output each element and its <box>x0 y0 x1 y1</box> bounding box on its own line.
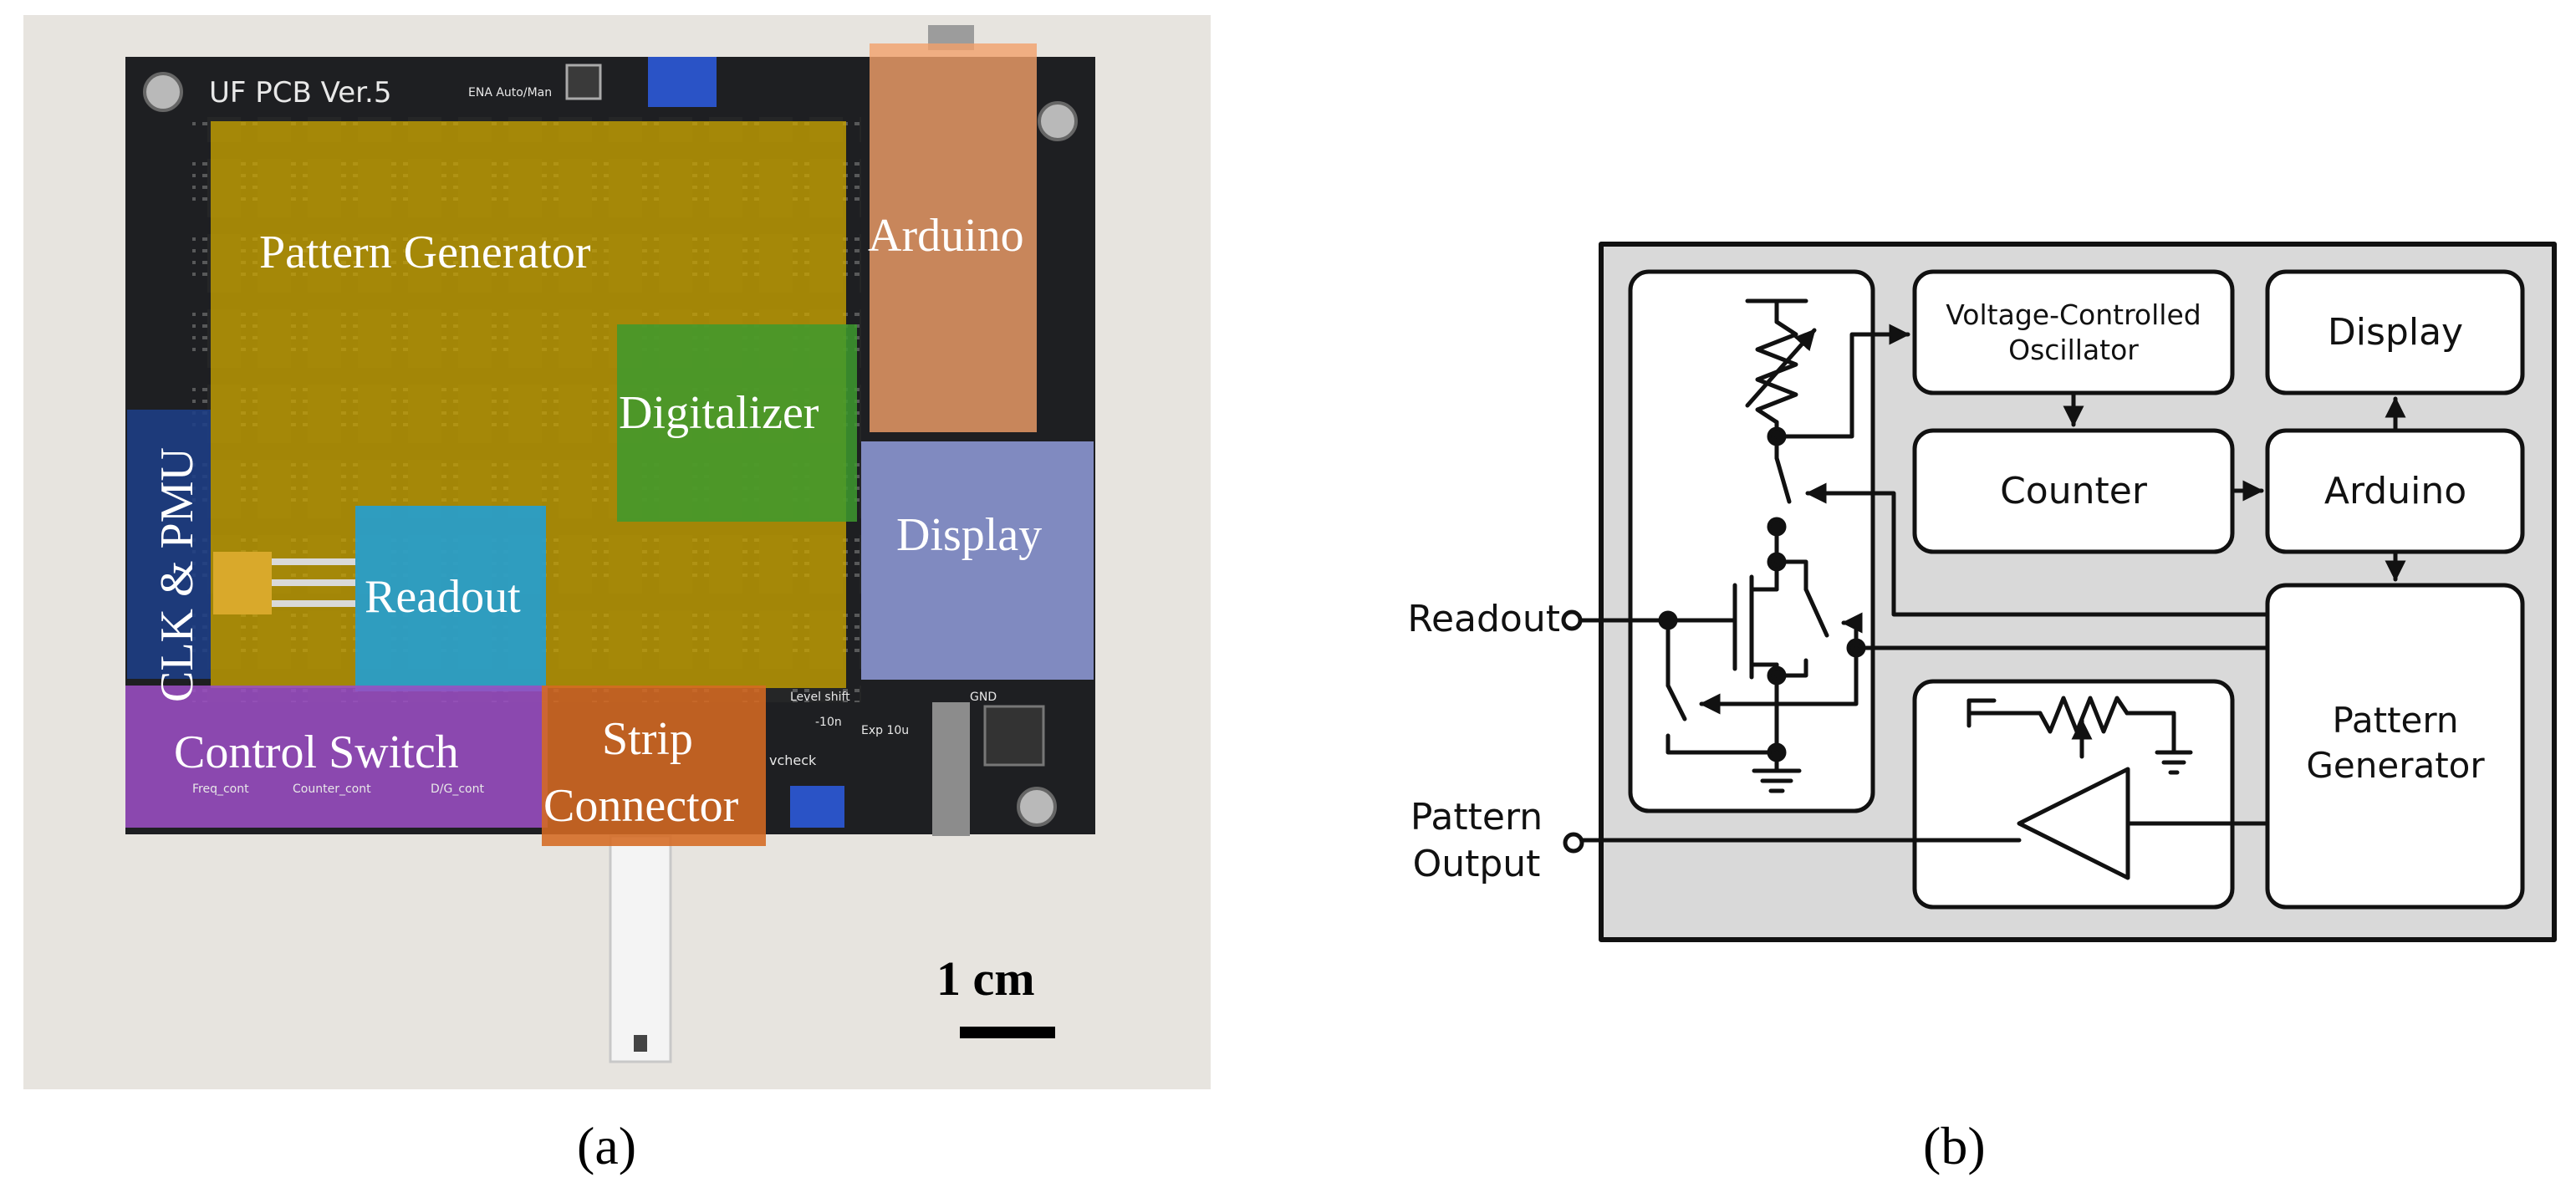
arduino-label: Arduino <box>2324 470 2466 512</box>
pattern-output-label-line2: Output <box>1413 843 1541 885</box>
sensor-circuit <box>1576 298 2270 793</box>
pattern-generator-label-line2: Generator <box>2306 745 2485 786</box>
region-control-switch <box>125 686 548 828</box>
label-arduino: Arduino <box>868 210 1024 262</box>
vco-label-line2: Oscillator <box>2008 334 2139 366</box>
region-strip-connector <box>542 686 766 846</box>
board-dg: D/G_cont <box>431 783 484 796</box>
pattern-output-label-line1: Pattern <box>1410 796 1543 839</box>
pattern-output-port-icon <box>1563 832 1584 854</box>
board-freq: Freq_cont <box>192 783 249 796</box>
vcheck-pot <box>790 786 844 828</box>
reed-contact <box>932 702 970 836</box>
readout-port-label: Readout <box>1407 598 1560 640</box>
label-pattern-generator: Pattern Generator <box>259 227 591 278</box>
pattern-generator-label-line1: Pattern <box>2332 700 2458 741</box>
board-counter: Counter_cont <box>293 783 371 796</box>
screw-hole-icon <box>1017 787 1057 827</box>
label-strip-line2: Connector <box>543 780 739 832</box>
board-level-shift: Level shift <box>790 691 850 704</box>
display-block <box>2265 269 2525 395</box>
display-label: Display <box>2328 311 2463 354</box>
board-vcheck: vcheck <box>769 752 817 768</box>
region-readout <box>355 506 546 691</box>
sensor-circuit-block <box>1628 269 1875 813</box>
readout-port-icon <box>1561 609 1583 631</box>
screw-hole-icon <box>143 72 183 112</box>
slide-switch <box>565 64 602 100</box>
amp-circuit <box>1579 696 2270 880</box>
scale-bar <box>960 1027 1055 1038</box>
counter-label: Counter <box>2000 470 2148 512</box>
board-gnd: GND <box>970 691 997 704</box>
panel-b <box>1561 242 2557 942</box>
region-clk-pmu <box>127 410 211 679</box>
label-control-switch: Control Switch <box>174 726 459 778</box>
header-pins <box>983 705 1045 767</box>
board-title: UF PCB Ver.5 <box>209 76 391 110</box>
caption-a: (a) <box>577 1116 636 1175</box>
panel-b-labels: Voltage-Controlled Oscillator Display Co… <box>1407 298 2485 1175</box>
potentiometer <box>648 57 717 107</box>
region-arduino <box>870 43 1037 432</box>
board-10n: -10n <box>815 716 842 729</box>
screw-hole-icon <box>1038 101 1078 141</box>
strip-sensor-tip <box>634 1035 647 1052</box>
region-digitalizer <box>617 324 857 522</box>
vco-label-line1: Voltage-Controlled <box>1946 298 2201 331</box>
vco-block <box>1912 269 2235 395</box>
region-display <box>861 441 1094 680</box>
label-digitalizer: Digitalizer <box>619 387 819 439</box>
board-switch-label: ENA Auto/Man <box>468 86 552 99</box>
caption-b: (b) <box>1923 1116 1986 1175</box>
strip-sensor <box>609 834 672 1063</box>
label-readout: Readout <box>365 571 521 623</box>
label-clk-pmu: CLK & PMU <box>151 447 203 702</box>
readout-pins <box>213 552 355 614</box>
board-exp: Exp 10u <box>861 724 909 737</box>
label-strip-line1: Strip <box>602 713 693 765</box>
label-display: Display <box>896 509 1042 561</box>
panel-a: UF PCB Ver.5 ENA Auto/Man Level shift -1… <box>23 15 1211 1175</box>
pattern-generator-block <box>2265 583 2525 910</box>
scale-bar-label: 1 cm <box>936 951 1035 1006</box>
